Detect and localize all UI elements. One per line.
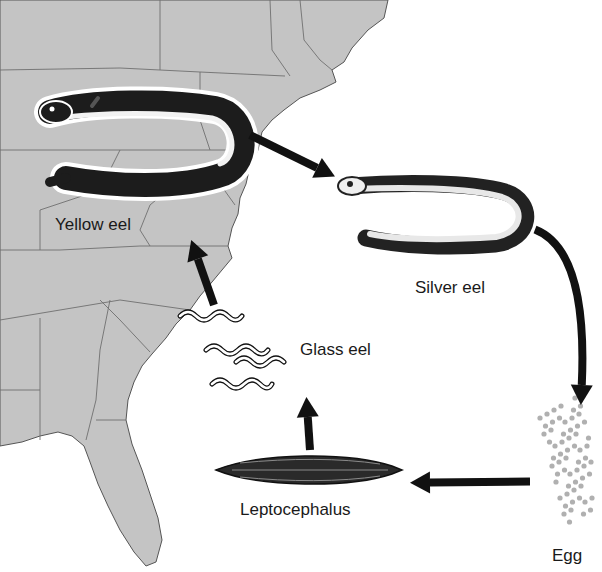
arrow-head <box>187 240 208 263</box>
egg-dot <box>537 415 542 420</box>
egg-dot <box>558 451 563 456</box>
state-borders <box>0 0 332 440</box>
egg-dot <box>541 431 546 436</box>
stage-label: Egg <box>552 546 582 566</box>
stage-label: Leptocephalus <box>240 500 351 520</box>
cycle-arrow <box>187 240 214 305</box>
stage-node: Leptocephalus <box>210 450 410 526</box>
egg-dot <box>551 455 556 460</box>
arrow-head <box>297 397 319 418</box>
egg-dot <box>583 455 588 460</box>
cycle-arrow <box>410 472 530 494</box>
stage-label: Silver eel <box>415 278 485 298</box>
egg-dot <box>564 491 569 496</box>
leptocephalus <box>216 456 402 484</box>
egg-dot <box>547 439 552 444</box>
egg-dot <box>552 443 557 448</box>
egg-dot <box>553 479 558 484</box>
egg-dot <box>562 419 567 424</box>
egg-dot <box>573 479 578 484</box>
egg-dot <box>569 415 574 420</box>
egg-dot <box>572 443 577 448</box>
egg-dot <box>566 483 571 488</box>
egg-dot <box>570 499 575 504</box>
egg-dot <box>565 447 570 452</box>
egg-dot <box>567 471 572 476</box>
arrow-shaft <box>308 417 310 450</box>
arrow-shaft <box>535 229 582 385</box>
egg-dot <box>576 459 581 464</box>
egg-dot <box>543 423 548 428</box>
egg-dot <box>581 463 586 468</box>
egg-dot <box>582 499 587 504</box>
egg-dot <box>551 407 556 412</box>
egg-dot <box>575 423 580 428</box>
egg-dot <box>557 495 562 500</box>
stage-node: Glass eel <box>170 305 390 397</box>
egg-dot <box>580 475 585 480</box>
egg-dot <box>577 495 582 500</box>
egg-dot <box>571 407 576 412</box>
stage-label: Glass eel <box>300 340 371 360</box>
egg-dot <box>563 503 568 508</box>
egg-dot <box>584 443 589 448</box>
stage-node: Egg <box>530 405 592 568</box>
cycle-arrow <box>297 397 319 450</box>
egg-dot <box>556 459 561 464</box>
silver-eel <box>338 177 526 246</box>
egg-dot <box>578 483 583 488</box>
arrow-shaft <box>250 135 317 168</box>
egg-dot <box>559 439 564 444</box>
arrow-head <box>312 158 335 178</box>
egg-dot <box>586 435 591 440</box>
egg-dot <box>568 507 573 512</box>
egg-dot <box>550 419 555 424</box>
arrow-head <box>410 472 430 494</box>
glass-eels <box>180 312 284 388</box>
egg-dot <box>588 459 593 464</box>
egg-dot <box>589 495 594 500</box>
egg-dot <box>555 471 560 476</box>
stage-node: Silver eel <box>335 170 535 302</box>
egg-dot <box>544 411 549 416</box>
egg-dot <box>571 487 576 492</box>
egg-dot <box>563 455 568 460</box>
egg-dot <box>582 419 587 424</box>
egg-dot <box>549 463 554 468</box>
egg-dot <box>567 519 572 524</box>
egg-dot <box>558 403 563 408</box>
egg-dot <box>576 411 581 416</box>
yellow-eel <box>40 98 243 185</box>
egg-dot <box>548 427 553 432</box>
egg-dot <box>557 415 562 420</box>
egg-dot <box>581 511 586 516</box>
egg-dot <box>561 431 566 436</box>
egg-dot <box>577 447 582 452</box>
egg-dot <box>587 471 592 476</box>
egg-dot <box>574 467 579 472</box>
arrow-shaft <box>198 259 214 305</box>
stage-node: Yellow eel <box>40 90 250 240</box>
stage-label: Yellow eel <box>55 215 131 235</box>
egg-dot <box>562 467 567 472</box>
egg-dot <box>568 427 573 432</box>
egg-dot <box>566 435 571 440</box>
egg-dot <box>561 511 566 516</box>
egg-dot <box>573 431 578 436</box>
egg-dot <box>588 507 593 512</box>
arrow-head <box>571 385 593 405</box>
cycle-arrow <box>535 229 593 405</box>
cycle-arrow <box>250 135 335 178</box>
arrow-shaft <box>430 478 530 487</box>
egg-cluster <box>537 395 594 524</box>
